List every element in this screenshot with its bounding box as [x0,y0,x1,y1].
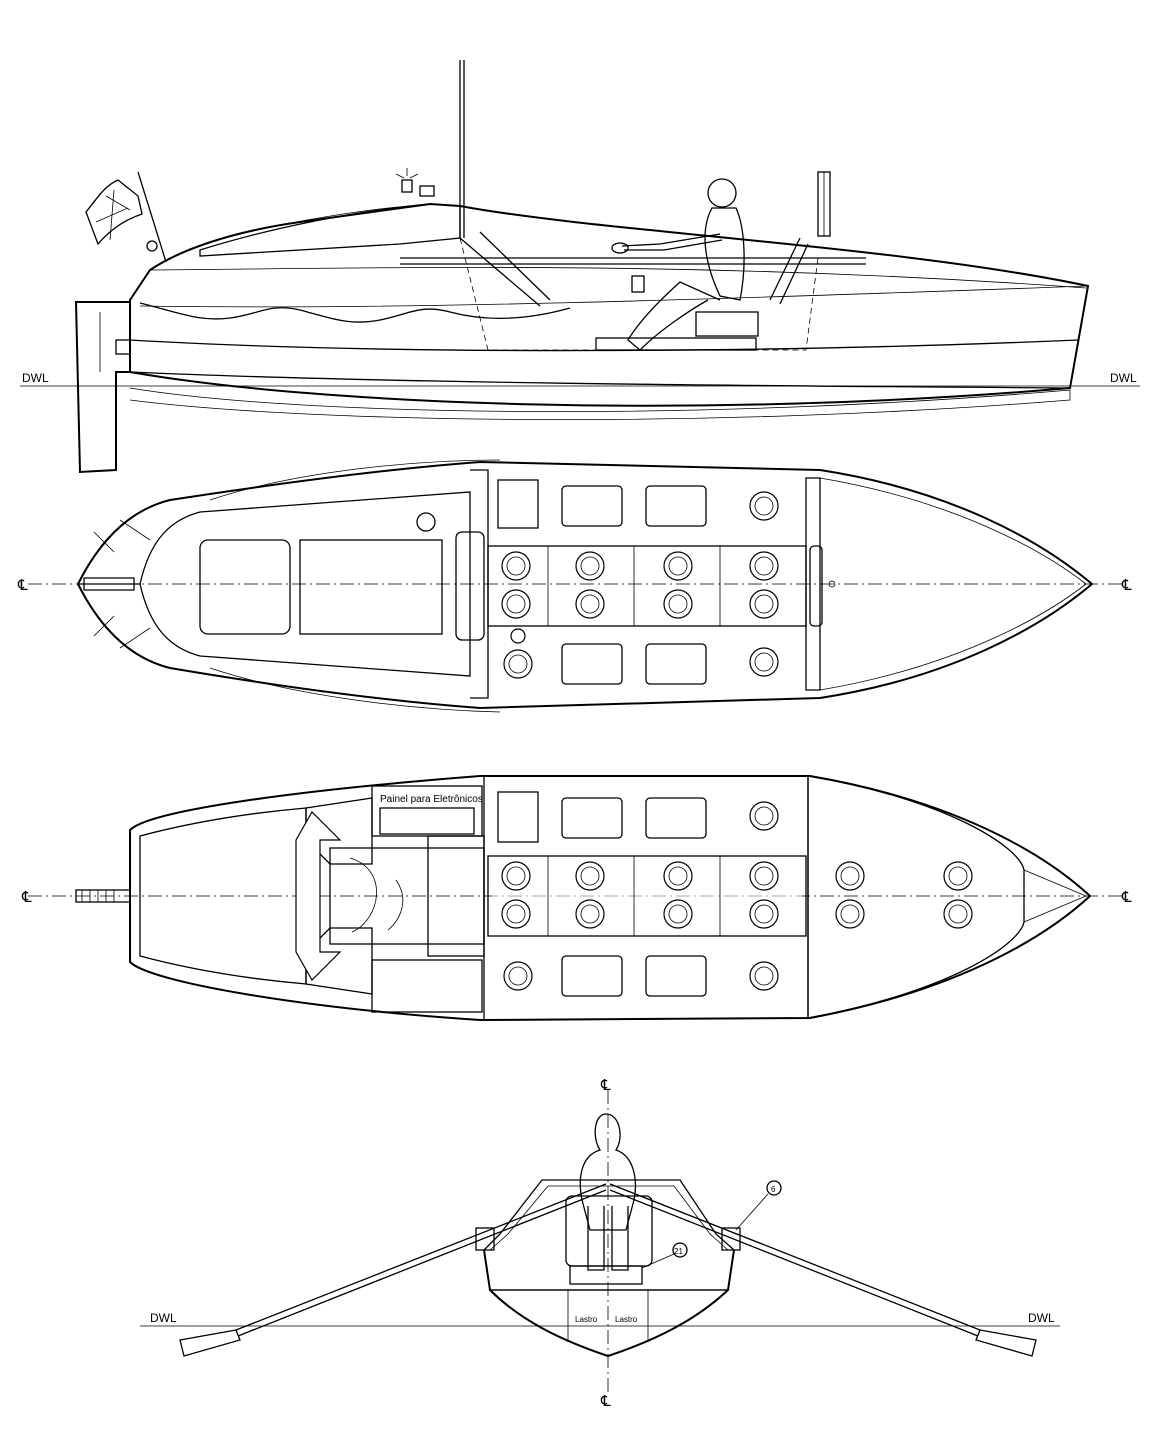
seat-slot [455,531,485,641]
cl-symbol-section-bottom: ℄ [600,1393,611,1410]
interior-hatch-1 [497,791,539,843]
arrow-fitting [295,811,342,981]
lifeline-rope [139,302,571,323]
sheer-line-lower [129,371,1071,389]
cl-symbol-deck-left: ℄ [17,577,28,594]
gps-antenna [419,185,435,197]
aft-cabin-roof [199,203,461,257]
midship-section-view: DWL DWL ℄ ℄ Lastro Lastro [140,1077,1060,1410]
oars-section [179,1183,1037,1357]
sliding-rail [595,337,757,351]
deck-lifelines [209,459,501,713]
hull-outline-profile [129,202,1090,407]
interior-hatch-4 [561,955,623,997]
rower-figure-section [565,1113,653,1271]
callout-circle-b [766,1180,782,1196]
starboard-oarlock [721,1227,741,1251]
rub-rail-profile [139,285,1089,308]
interior-hatch-5 [645,955,707,997]
port-oarlock [475,1227,495,1251]
electronics-panel-box [371,785,483,837]
deck-plan-view: ℄ ℄ [17,459,1132,713]
deck-hatch-3 [645,485,707,527]
cockpit-braces [459,231,809,307]
anchor-light [401,179,413,193]
deck-hatch-1 [497,479,539,529]
dwl-label-section-left: DWL [150,1311,177,1325]
cl-symbol-interior-right: ℄ [1121,889,1132,906]
cockpit-well-deck [487,545,807,627]
cockpit-hidden-lines [459,237,819,351]
deck-plates [501,491,779,679]
callout-label-b: 6 [771,1185,776,1194]
rudder-profile [74,301,131,474]
dwl-label-profile-right: DWL [1110,371,1137,385]
cl-symbol-deck-right: ℄ [1121,577,1132,594]
deck-hatch-2 [561,485,623,527]
cl-symbol-section-top: ℄ [600,1077,611,1094]
deck-hatch-4 [561,643,623,685]
interior-plates [501,801,779,991]
deck-hatch-5 [645,643,707,685]
dwl-label-profile-left: DWL [22,371,49,385]
stern-flag [85,171,167,263]
hull-outline-deck [76,460,1094,710]
cl-symbol-interior-left: ℄ [21,889,32,906]
seat-base [569,1265,643,1285]
chine-line-profile [129,339,1079,352]
ballast-section [488,1289,730,1357]
keel-profile [129,387,1071,421]
rowing-seat [695,311,759,337]
side-profile-view: DWL DWL [20,60,1140,474]
lower-storage-box [371,959,483,1013]
center-well-interior [487,855,807,937]
callout-circle-a [672,1242,688,1258]
interior-hatch-3 [645,797,707,839]
aft-cabin-deck [139,491,471,677]
rower-figure-profile [611,178,745,351]
interior-hatch-2 [561,797,623,839]
roof-handrail [295,205,413,223]
deck-edge-profile [149,267,1087,289]
interior-plan-view: ℄ ℄ Painel para Eletrônicos [21,775,1132,1022]
stern-fitting-interior [75,889,131,903]
electronics-panel-label: Painel para Eletrônicos [380,794,483,805]
bow-compartment [807,775,1025,1019]
stern-fitting-deck [78,577,140,591]
ballast-label-left: Lastro [575,1315,598,1324]
dwl-label-section-right: DWL [1028,1311,1055,1325]
deck-coaming-section [483,1179,735,1251]
callout-label-a: 21 [674,1247,683,1256]
aft-hatch-deck [199,539,291,635]
bow-plates [835,861,973,929]
hull-outline-interior [129,775,1092,1022]
solar-panel-grid [299,539,443,635]
ballast-label-right: Lastro [615,1315,638,1324]
